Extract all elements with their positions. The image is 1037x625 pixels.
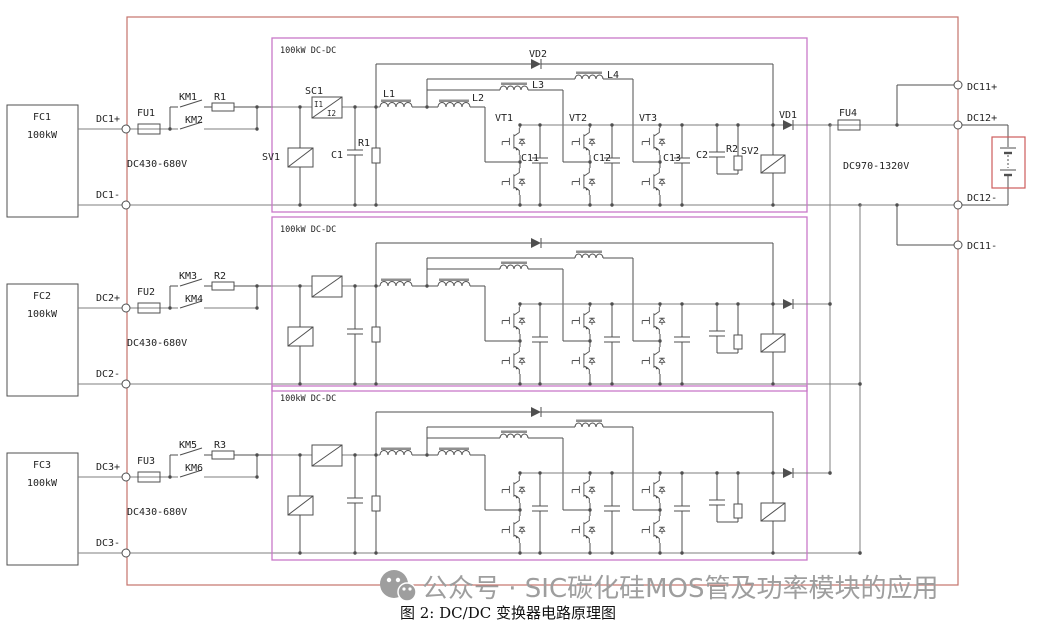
watermark: 公众号 · SIC碳化硅MOS管及功率模块的应用	[380, 570, 939, 604]
block3-title: 100kW DC-DC	[280, 394, 336, 404]
r1-label: R1	[214, 92, 226, 103]
dc12-neg-label: DC12-	[967, 193, 997, 204]
row2-labels: FC2 100kW DC2+ DC2- FU2 KM3 R2 KM4 DC430…	[27, 225, 336, 380]
fc3-power: 100kW	[27, 478, 58, 489]
battery-box	[991, 136, 1026, 189]
dc1-neg-label: DC1-	[96, 190, 120, 201]
l4-label: L4	[607, 70, 619, 81]
c13-label: C13	[663, 153, 681, 164]
dc12-pos-label: DC12+	[967, 113, 997, 124]
i2-label: I2	[327, 109, 336, 118]
i1-label: I1	[314, 100, 323, 109]
c2-label: C2	[696, 150, 708, 161]
km5-label: KM5	[179, 440, 197, 451]
figure-caption: 图 2: DC/DC 变换器电路原理图	[400, 604, 616, 622]
dc11-neg-label: DC11-	[967, 241, 997, 252]
output-labels: FU4 DC970-1320V DC11+ DC12+ DC12- DC11-	[839, 82, 997, 252]
l1-label: L1	[383, 89, 395, 100]
block1-title: 100kW DC-DC	[280, 46, 336, 56]
fu2-label: FU2	[137, 287, 155, 298]
vt3-label: VT3	[639, 113, 657, 124]
terminal-dc12-pos	[953, 120, 963, 130]
vd2-label: VD2	[529, 49, 547, 60]
fu1-label: FU1	[137, 108, 155, 119]
dc3-neg-label: DC3-	[96, 538, 120, 549]
terminal-dc11-pos	[953, 80, 963, 90]
dc2-neg-label: DC2-	[96, 369, 120, 380]
c11-label: C11	[521, 153, 539, 164]
input-voltage-2: DC430-680V	[127, 338, 187, 349]
vt2-label: VT2	[569, 113, 587, 124]
km3-label: KM3	[179, 271, 197, 282]
fc1-name: FC1	[33, 112, 51, 123]
sv2-label: SV2	[741, 146, 759, 157]
row1-labels: FC1 100kW DC1+ DC1- FU1 KM1 R1 KM2 DC430…	[27, 46, 336, 201]
km4-label: KM4	[185, 294, 203, 305]
fc2-power: 100kW	[27, 309, 58, 320]
converter-row-2	[7, 217, 862, 396]
c12-label: C12	[593, 153, 611, 164]
dc-output-buses	[828, 125, 862, 555]
output-fuse-symbol	[837, 119, 861, 131]
fc3-name: FC3	[33, 460, 51, 471]
terminal-dc12-neg	[953, 200, 963, 210]
converter-row-1	[7, 38, 862, 217]
output-voltage-label: DC970-1320V	[843, 161, 909, 172]
battery-symbol	[1000, 147, 1016, 177]
block1-component-labels: SC1 I1 I2 SV1 C1 R1 L1 L2 L3 L4 VT1 VT2 …	[262, 49, 797, 164]
sc1-label: SC1	[305, 86, 323, 97]
drawing-border	[126, 16, 959, 586]
fc1-power: 100kW	[27, 130, 58, 141]
watermark-text: 公众号 · SIC碳化硅MOS管及功率模块的应用	[422, 574, 939, 604]
terminal-dc11-neg	[953, 240, 963, 250]
input-voltage-3: DC430-680V	[127, 507, 187, 518]
fc2-name: FC2	[33, 291, 51, 302]
output-stage	[830, 80, 1026, 250]
r1-in-label: R1	[358, 138, 370, 149]
fu3-label: FU3	[137, 456, 155, 467]
dc3-pos-label: DC3+	[96, 462, 120, 473]
dc2-pos-label: DC2+	[96, 293, 120, 304]
block2-title: 100kW DC-DC	[280, 225, 336, 235]
r3-label: R3	[214, 440, 226, 451]
dc11-pos-label: DC11+	[967, 82, 997, 93]
vd1-label: VD1	[779, 110, 797, 121]
l2-label: L2	[472, 93, 484, 104]
km2-label: KM2	[185, 115, 203, 126]
wechat-icon	[380, 570, 417, 602]
dc1-pos-label: DC1+	[96, 114, 120, 125]
input-voltage-1: DC430-680V	[127, 159, 187, 170]
sv1-label: SV1	[262, 152, 280, 163]
c1-label: C1	[331, 150, 343, 161]
r2-label: R2	[214, 271, 226, 282]
row3-labels: FC3 100kW DC3+ DC3- FU3 KM5 R3 KM6 DC430…	[27, 394, 336, 549]
vt1-label: VT1	[495, 113, 513, 124]
l3-label: L3	[532, 80, 544, 91]
km6-label: KM6	[185, 463, 203, 474]
converter-row-3	[7, 386, 862, 565]
r2-snubber-label: R2	[726, 144, 738, 155]
fu4-label: FU4	[839, 108, 857, 119]
km1-label: KM1	[179, 92, 197, 103]
